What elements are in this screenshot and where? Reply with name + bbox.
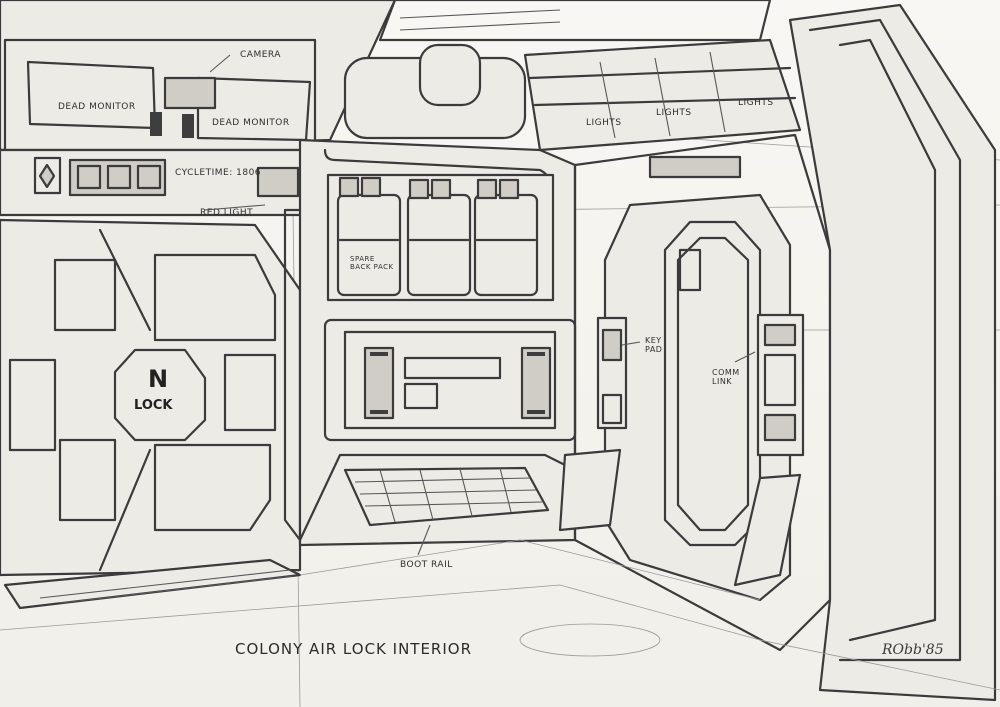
lights-label-2: LIGHTS: [656, 108, 692, 118]
label-leaders: [204, 204, 756, 556]
lock-sign-word: LOCK: [134, 398, 173, 413]
lock-sign-letter: N: [148, 365, 169, 393]
dead-monitor-left-label: DEAD MONITOR: [58, 102, 136, 112]
switch-row: [0, 148, 312, 217]
comm-link-panel: [756, 313, 805, 457]
equipment-locker: [323, 318, 577, 442]
artist-signature: RObb'85: [882, 642, 944, 658]
spare-back-pack-label: SPARE BACK PACK: [350, 255, 394, 271]
dead-monitor-right-label: DEAD MONITOR: [212, 118, 290, 128]
floor-grilles: [3, 448, 802, 610]
boot-rail: [298, 453, 577, 542]
monitor-console: [3, 38, 317, 152]
red-light-label: RED LIGHT: [200, 208, 254, 218]
drawing-title: COLONY AIR LOCK INTERIOR: [235, 640, 473, 658]
lights-label-3: LIGHTS: [738, 98, 774, 108]
comm-link-label: COMM LINK: [712, 368, 740, 386]
floor: [0, 539, 1000, 691]
key-pad-panel: [596, 316, 628, 430]
lights-label-1: LIGHTS: [586, 118, 622, 128]
overhead-duct: [343, 9, 561, 140]
cycle-time-label: CYCLETIME: 1806: [175, 168, 262, 178]
camera-label: CAMERA: [240, 50, 281, 60]
boot-rail-label: BOOT RAIL: [400, 560, 453, 570]
right-outer-wall: [788, 3, 997, 702]
key-pad-label: KEY PAD: [645, 336, 663, 354]
spare-back-packs: [326, 173, 555, 302]
